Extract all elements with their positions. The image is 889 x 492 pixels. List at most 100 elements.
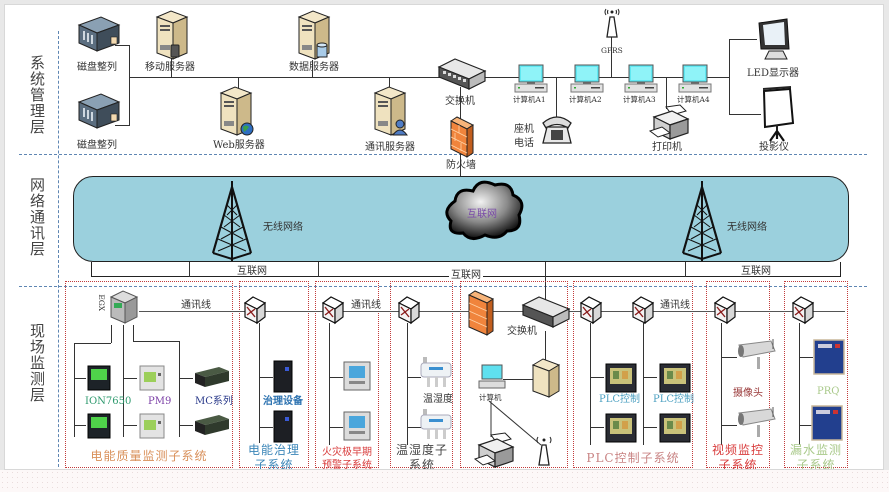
mobile-server-label: 移动服务器 [145,62,195,73]
pq-link [74,343,75,437]
internet-label-1: 互联网 [237,266,267,277]
water-link [799,323,800,445]
subsystem-title-plc: PLC控制子系统 [586,451,680,465]
device-label-mc: MC系列 [195,396,233,407]
gprs-antenna-icon [604,8,620,38]
subsystem-title-temp-2: 系统 [408,458,435,470]
subsystem-title-water-1: 漏水监测 [789,443,842,457]
field-switch-icon [631,296,655,325]
subsystem-video [706,281,770,468]
comm-server-label: 通讯服务器 [365,142,415,153]
pq-link [111,325,112,343]
data-link [312,60,313,77]
desk-phone-icon [542,116,572,144]
meter-device-icon [195,415,229,435]
camera-icon [738,407,776,437]
projector-link [729,114,761,115]
disk-link [129,45,130,126]
temp-humidity-sensor-icon [420,357,452,387]
pq-link [123,325,124,437]
comm-line-label-3: 通讯线 [660,300,690,311]
wireless-tower-icon [681,181,723,261]
fire-link [329,377,343,378]
field-switch-icon [791,296,815,325]
plc-panel-icon [605,413,637,443]
subsystem-temp-humidity [390,281,453,468]
pq-link [133,325,134,341]
layer-label-divider [58,31,59,467]
field-switch-label: 交换机 [507,326,537,337]
video-link [721,323,722,445]
water-link [799,425,813,426]
computer-icon [624,64,658,93]
computer-icon [570,64,604,93]
pq-link [74,343,111,344]
plc-panel-icon [659,413,691,443]
projector-screen-icon [762,86,795,142]
subsystem-title-temp-1: 温湿度子 [395,443,448,457]
gprs-link [611,25,612,77]
inet-divider [189,262,190,277]
display-link [729,39,730,115]
temp-humidity-sensor-icon [420,409,452,439]
fire-detector-icon [343,411,371,441]
pq-link [133,341,179,342]
subsystem-title-power-governance-1: 电能治理 [247,443,300,457]
management-bus [129,77,729,78]
pq-link [123,378,137,379]
governance-cabinet-icon [273,410,293,443]
data-server-icon [297,10,331,60]
plc-panel-icon [659,363,691,393]
printer-link [666,77,667,109]
led-link [729,39,757,40]
plc-device-label-2: PLC控制 [653,394,695,405]
led-display-label: LED显示器 [747,68,799,79]
camera-label: 摄像头 [733,388,763,399]
plc-link [590,377,604,378]
subsystem-water-leak [784,281,848,468]
web-server-icon [219,86,254,136]
subsystem-power-governance [239,281,309,468]
printer-icon [648,104,690,140]
disk-array-label-2: 磁盘整列 [77,140,117,151]
wireless-label-left: 无线网络 [263,222,303,233]
printer-label: 打印机 [652,142,682,153]
desk-phone-label-line2: 电话 [514,138,534,149]
internet-cloud-icon [445,180,524,240]
water-leak-panel-icon [811,405,843,441]
meter-device-icon [195,367,229,387]
central-uplink [545,262,546,314]
gprs-label: GPRS [601,46,623,55]
internet-cloud-label: 互联网 [467,209,497,220]
web-server-label: Web服务器 [213,140,265,151]
water-leak-device-label: PRQ [817,386,840,397]
firewall-icon [450,116,474,158]
disk-array-icon [77,16,121,52]
field-switch-icon [321,296,345,325]
layer-label-management: 系统管理层 [28,55,46,135]
gov-link [259,427,273,428]
wireless-label-right: 无线网络 [727,222,767,233]
disk-link-2 [115,125,129,126]
meter-device-icon [87,413,111,439]
subsystem-title-water-2: 子系统 [796,458,836,470]
comm-line-label-2: 通讯线 [351,300,381,311]
inet-divider [318,262,319,277]
plc-link [590,427,604,428]
egx-gateway-icon [109,290,139,324]
field-computer-icon [478,364,506,389]
internet-label-2: 互联网 [449,270,483,281]
subsystem-plc [573,281,693,468]
subsystem-central [460,281,568,468]
plc-link [590,323,591,445]
projector-label: 投影仪 [759,142,789,153]
computer-label: 计算机A4 [677,95,710,104]
camera-icon [738,339,776,369]
computer-label: 计算机A3 [623,95,656,104]
layer-label-network: 网络通讯层 [28,177,46,257]
computer-icon [678,64,712,93]
subsystem-title-video-2: 子系统 [718,458,758,470]
field-switch-icon [579,296,603,325]
field-switch-icon [521,296,571,328]
field-switch-icon [243,296,267,325]
